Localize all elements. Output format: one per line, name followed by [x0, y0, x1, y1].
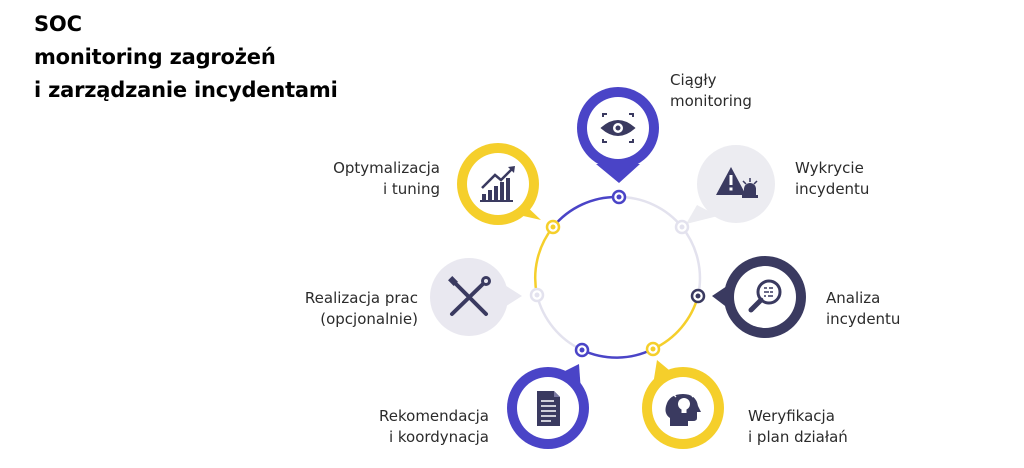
ring-arc-verification — [652, 295, 700, 351]
step-analysis — [690, 256, 806, 338]
step-label-line: Weryfikacja — [748, 407, 835, 425]
step-label-monitoring: Ciągły monitoring — [670, 70, 752, 112]
step-label-line: Rekomendacja — [379, 407, 489, 425]
step-label-line: i tuning — [382, 180, 440, 198]
step-label-verification: Weryfikacja i plan działań — [748, 406, 848, 448]
optimization-node-dot — [550, 224, 556, 230]
title-line-3: i zarządzanie incydentami — [34, 78, 338, 102]
eye-icon — [600, 113, 636, 143]
step-detection — [674, 145, 775, 235]
step-realization — [430, 258, 545, 336]
step-recommendation — [507, 342, 590, 449]
tools-icon — [448, 276, 491, 316]
step-label-line: Realizacja prac — [304, 289, 418, 307]
monitoring-bubble — [596, 164, 640, 183]
step-label-line: Wykrycie — [795, 159, 864, 177]
title-line-1: SOC — [34, 12, 82, 36]
ring-arc-analysis — [681, 226, 702, 297]
step-label-recommendation: Rekomendacja i koordynacja — [379, 406, 489, 448]
alert-siren-icon — [716, 167, 758, 198]
monitoring-node-dot — [616, 194, 622, 200]
step-label-line: monitoring — [670, 92, 752, 110]
step-label-line: Analiza — [826, 289, 881, 307]
step-label-line: incydentu — [795, 180, 870, 198]
document-icon — [537, 391, 560, 426]
realization-node-dot — [534, 292, 540, 298]
magnifier-icon — [748, 279, 782, 313]
step-label-line: Optymalizacja — [333, 159, 440, 177]
detection-bubble — [686, 205, 718, 224]
title-line-2: monitoring zagrożeń — [34, 45, 276, 69]
ring-arc-optimization — [534, 226, 554, 296]
step-label-analysis: Analiza incydentu — [826, 288, 900, 330]
verification-node-dot — [650, 346, 656, 352]
optimization-icon-bg — [467, 153, 529, 215]
head-lightbulb-icon — [665, 390, 701, 426]
step-optimization — [457, 143, 561, 235]
page-title: SOC monitoring zagrożeń i zarządzanie in… — [34, 8, 338, 107]
step-label-line: i koordynacja — [388, 428, 489, 446]
step-label-detection: Wykrycie incydentu — [795, 158, 869, 200]
step-monitoring — [577, 87, 659, 205]
ring-arc-realization — [535, 294, 583, 352]
step-label-optimization: Optymalizacja i tuning — [333, 158, 440, 200]
ring-arc-recommendation — [581, 347, 654, 359]
step-label-line: Ciągły — [670, 71, 717, 89]
ring-arc-detection — [618, 195, 683, 228]
step-label-line: i plan działań — [748, 428, 848, 446]
recommendation-node-dot — [579, 347, 585, 353]
step-label-realization: Realizacja prac (opcjonalnie) — [305, 288, 418, 330]
cycle-ring — [534, 195, 702, 359]
analysis-node-dot — [695, 293, 701, 299]
growth-chart-icon — [480, 166, 515, 202]
analysis-icon-bg — [734, 266, 796, 328]
step-verification — [642, 341, 724, 449]
step-label-line: incydentu — [826, 310, 901, 328]
ring-arc-monitoring — [552, 195, 620, 228]
step-label-line: (opcjonalnie) — [320, 310, 418, 328]
detection-node-dot — [679, 224, 685, 230]
